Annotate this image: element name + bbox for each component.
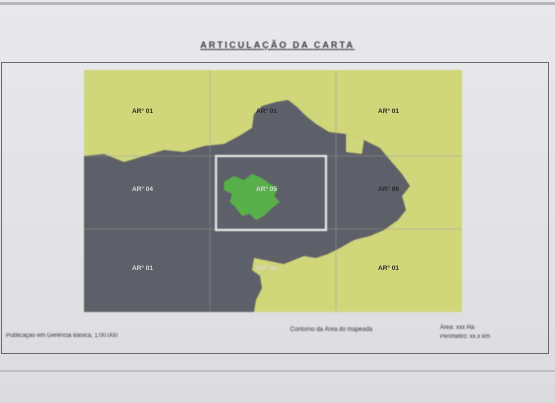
grid-label-nw: AR° 01 — [132, 108, 154, 115]
footer-area: Área: xxx Ha — [440, 325, 475, 331]
page-title: ARTICULAÇÃO DA CARTA — [200, 40, 355, 50]
grid-label-n: AR° 01 — [256, 108, 278, 115]
region-bay — [346, 134, 364, 154]
grid-label-w: AR° 04 — [132, 186, 154, 193]
footer-perimeter: Perímetro: xx.x km — [440, 334, 491, 340]
top-rule — [0, 2, 555, 5]
grid-label-sw: AR° 01 — [132, 265, 154, 272]
grid-label-se: AR° 01 — [378, 265, 400, 272]
grid-label-e: AR° 06 — [378, 186, 400, 193]
footer-source: Publicação em Gerência Básica, 1:00.000 — [6, 333, 118, 339]
bottom-rule — [0, 370, 555, 372]
grid-label-c: AR° 05 — [256, 186, 278, 193]
grid-label-ne: AR° 01 — [378, 108, 400, 115]
grid-label-s: AR° 01 — [256, 265, 278, 272]
map-view — [84, 70, 462, 312]
highlight-area — [224, 174, 280, 220]
map-canvas — [84, 70, 462, 312]
footer-legend: Contorno da Área do mapeada — [290, 327, 373, 333]
selection-box — [214, 154, 328, 232]
map-frame — [1, 62, 549, 354]
region-bay-south — [252, 258, 284, 276]
